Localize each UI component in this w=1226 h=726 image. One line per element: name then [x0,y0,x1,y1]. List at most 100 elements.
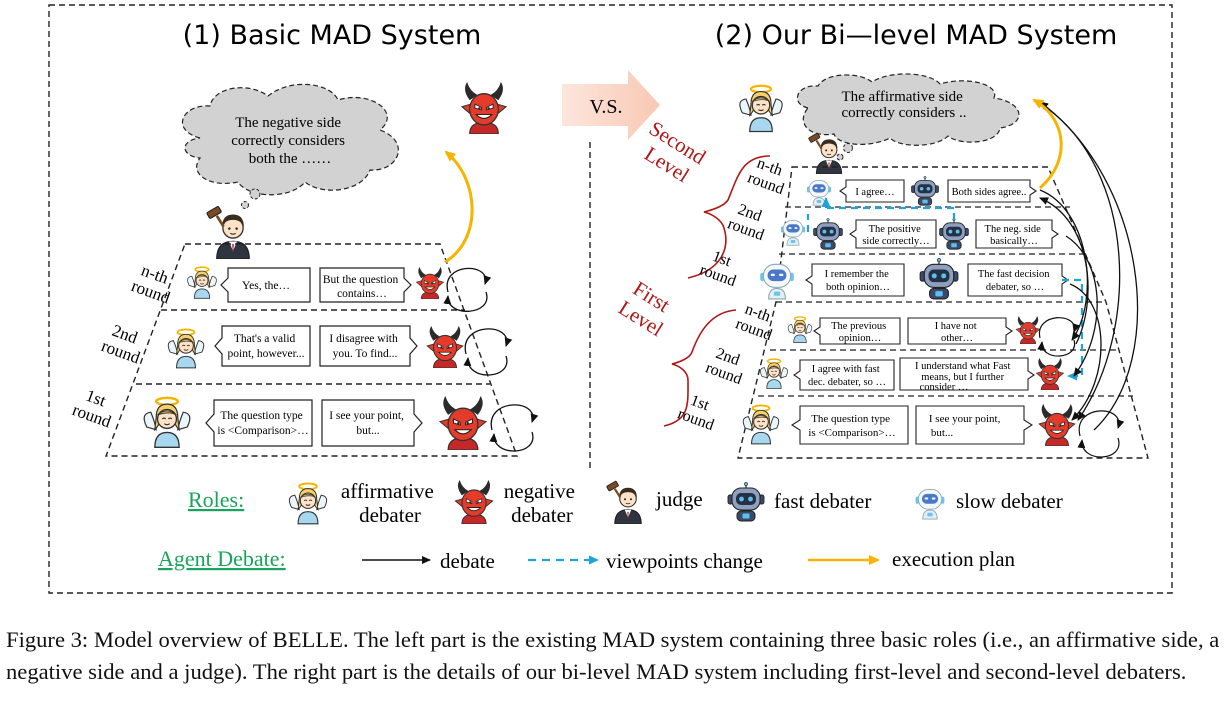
angel-icon [167,328,205,369]
left-cloud [181,83,399,196]
second-level-brace [687,155,771,279]
left-round-nth: n-th round Yes, the… But the question co… [129,259,492,312]
slow-robot-icon [806,180,832,206]
angel-icon [738,84,784,133]
svg-text:I disagree with you. T: I disagree with you. To find... [329,333,400,360]
legend-agent-debate-label: Agent Debate: [158,546,286,571]
negative-speech [321,399,423,447]
svg-text:But the question conta: But the question contains… [323,274,401,300]
svg-text:That's a valid point,: That's a valid point, however... [228,333,305,360]
legend-negative: negative debater [504,479,580,527]
round-label: n-th round [129,259,179,308]
legend-judge: judge [655,487,703,511]
left-round-2nd: 2nd round That's a valid point, however.… [99,321,513,376]
vs-label: V.S. [590,96,623,118]
negative-speech [319,267,412,303]
svg-text:I see your point, but.: I see your point, but... [929,413,1003,439]
legend-roles-label: Roles: [188,487,244,512]
slow-speech [849,219,937,249]
fast-robot-icon [813,218,843,250]
svg-text:I remember the both op: I remember the both opinion… [825,269,892,293]
judge-icon [206,205,251,259]
fast-speech [967,263,1069,297]
fast-robot-icon [939,218,969,250]
devil-icon [1015,316,1041,344]
legend: Roles: affirmative debater negative deba… [158,479,1063,573]
affirmative-speech [790,405,909,445]
slow-speech [805,263,905,297]
affirmative-speech [205,399,313,447]
judge-icon [808,132,843,174]
first-round-nth: n-th round The previous opinion… I have … [733,301,1081,357]
svg-text:I see your point, but.: I see your point, but... [329,410,407,437]
outer-frame [48,4,1173,594]
right-cloud-text: The affirmative side correctly considers… [841,89,966,121]
left-title: (1) Basic MAD System [183,20,482,51]
first-round-1st: 1st round The question type is <Comparis… [675,389,1125,458]
right-execution-arrow [1032,98,1063,190]
level-second-label: Second Level [632,116,714,192]
svg-text:The previous opinion…: The previous opinion… [831,321,889,344]
vs-arrow [562,70,660,140]
svg-text:Yes, the…: Yes, the… [242,280,290,292]
svg-text:The fast decision deba: The fast decision debater, so … [978,269,1052,293]
svg-text:I have not other…: I have not other… [935,321,980,344]
round-label: 1st round [70,383,120,432]
fast-speech [975,219,1059,249]
viewpoint-arrow-second-2 [821,197,956,220]
affirmative-speech [214,325,311,367]
first-round-2nd: 2nd round I agree with fast dec. debater… [703,343,1064,393]
angel-icon [759,358,789,390]
round-label: 2nd round [725,199,772,244]
left-cloud-text: The negative side correctly considers bo… [231,115,348,167]
devil-icon [454,480,494,524]
right-cloud [796,73,1020,146]
fast-robot-icon [919,258,959,300]
affirmative-speech [220,267,311,303]
svg-text:Both sides agree..: Both sides agree.. [952,187,1027,198]
legend-execution: execution plan [892,547,1016,571]
devil-icon [426,326,464,368]
second-round-2nd: 2nd round The positive side correctly… T… [725,199,1059,250]
negative-speech [319,325,418,367]
legend-slow: slow debater [956,489,1063,513]
svg-text:The neg. side basicall: The neg. side basically… [985,224,1044,247]
judge-icon [606,480,643,524]
left-execution-arrow [444,150,474,264]
devil-icon [461,82,507,134]
svg-text:The positive side corr: The positive side correctly… [862,224,929,247]
legend-affirmative: affirmative debater [341,479,439,527]
svg-text:I agree with fast dec.: I agree with fast dec. debater, so … [808,364,886,388]
round-label: 2nd round [703,343,750,388]
right-title: (2) Our Bi—level MAD System [715,20,1118,51]
left-round-1st: 1st round The question type is <Comparis… [70,383,539,452]
bi-level-mad-diagram: (1) Basic MAD System (2) Our Bi—level MA… [48,4,1173,594]
devil-icon [415,267,445,299]
fast-speech [947,179,1037,203]
right-panel: The affirmative side correctly considers… [614,73,1149,459]
devil-icon [1038,404,1076,446]
devil-icon [439,396,487,450]
fast-robot-icon [727,482,765,522]
slow-robot-icon [780,220,806,246]
slow-robot-icon [759,263,795,300]
angel-icon [742,404,780,445]
legend-debate: debate [440,549,495,573]
level-first-label: First Level [614,275,680,341]
angel-icon [142,396,192,449]
angel-icon [787,316,813,344]
round-label: 1st round [697,245,744,290]
angel-icon [186,266,218,300]
devil-icon [1036,358,1064,390]
negative-speech [907,317,1013,345]
slow-speech [839,179,905,203]
legend-fast: fast debater [774,489,871,513]
svg-text:I understand what Fast: I understand what Fast means, but I furt… [915,361,1013,393]
affirmative-speech [813,317,901,345]
left-trapezoid [104,243,518,457]
legend-viewpoints: viewpoints change [606,549,763,573]
round-label: 1st round [675,389,722,434]
figure-caption: Figure 3: Model overview of BELLE. The l… [6,627,1220,684]
svg-text:I agree…: I agree… [855,187,894,198]
